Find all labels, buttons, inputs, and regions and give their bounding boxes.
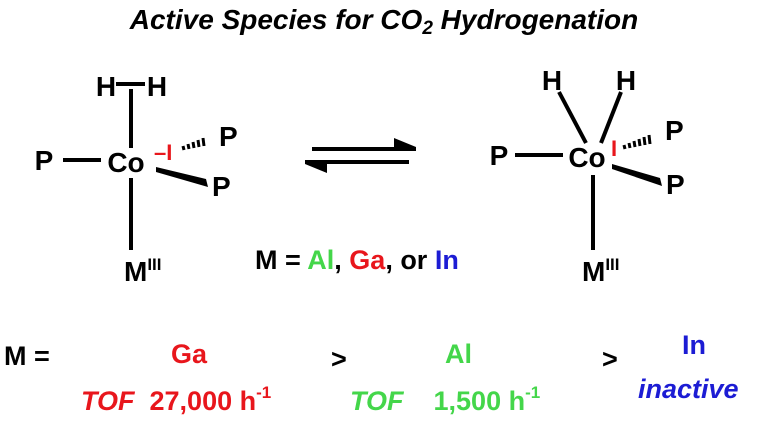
right-complex-bonds (515, 91, 623, 250)
right-p-upper-label: P (665, 115, 684, 146)
al-tof-label: TOF (350, 386, 404, 416)
left-complex-bonds (63, 82, 145, 250)
right-hash-bond (622, 134, 652, 150)
metal-sep-1: , (334, 245, 350, 275)
left-p-left-label: P (35, 145, 54, 176)
comparison-ga: Ga (171, 339, 208, 369)
forward-arrow-shaft (312, 147, 416, 151)
right-h-left-co-bond (557, 91, 588, 144)
ga-tof: TOF 27,000 h-1 (81, 383, 271, 417)
left-co-label: Co (107, 147, 144, 178)
in-status: inactive (638, 374, 739, 404)
right-wedge-bond (612, 164, 662, 186)
left-co-charge: –I (154, 140, 172, 165)
left-wedge-bond (156, 167, 208, 187)
left-p-lower-label: P (212, 171, 231, 202)
metal-in: In (434, 245, 459, 275)
right-p-lower-label: P (666, 169, 685, 200)
right-h-left-label: H (542, 65, 562, 96)
metal-definition-prefix: M = (255, 245, 308, 275)
metal-ga: Ga (349, 245, 386, 275)
equilibrium-arrows (305, 138, 416, 173)
forward-arrow-head (394, 138, 416, 147)
al-tof-value: 1,500 h (433, 386, 526, 416)
metal-sep-2: , or (385, 245, 435, 275)
ga-tof-label: TOF (81, 386, 135, 416)
left-hash-bond (181, 137, 206, 151)
metal-definition: M = Al, Ga, or In (255, 245, 459, 276)
reverse-arrow-shaft (305, 160, 409, 164)
comparison-gt-2: > (602, 344, 618, 374)
comparison-al: Al (445, 339, 472, 369)
ga-tof-value: 27,000 h (149, 386, 257, 416)
right-p-left-label: P (490, 140, 509, 171)
comparison-gt-1: > (331, 344, 347, 374)
right-h-right-label: H (616, 65, 636, 96)
al-tof: TOF 1,500 h-1 (350, 383, 540, 417)
comparison-lead: M = (4, 341, 50, 371)
right-m-label: MIII (582, 255, 620, 287)
ga-tof-exp: -1 (256, 383, 272, 402)
reverse-arrow-head (305, 164, 327, 173)
al-tof-exp: -1 (525, 383, 541, 402)
comparison-in: In (682, 330, 706, 360)
left-p-upper-label: P (219, 121, 238, 152)
right-co-charge: I (611, 136, 617, 161)
left-h-right-label: H (147, 71, 167, 102)
right-co-label: Co (568, 142, 605, 173)
right-h-right-co-bond (599, 91, 623, 144)
page-title: Active Species for CO2 Hydrogenation (129, 4, 639, 39)
left-m-label: MIII (124, 255, 162, 287)
left-h-left-label: H (96, 71, 116, 102)
metal-al: Al (307, 245, 335, 275)
